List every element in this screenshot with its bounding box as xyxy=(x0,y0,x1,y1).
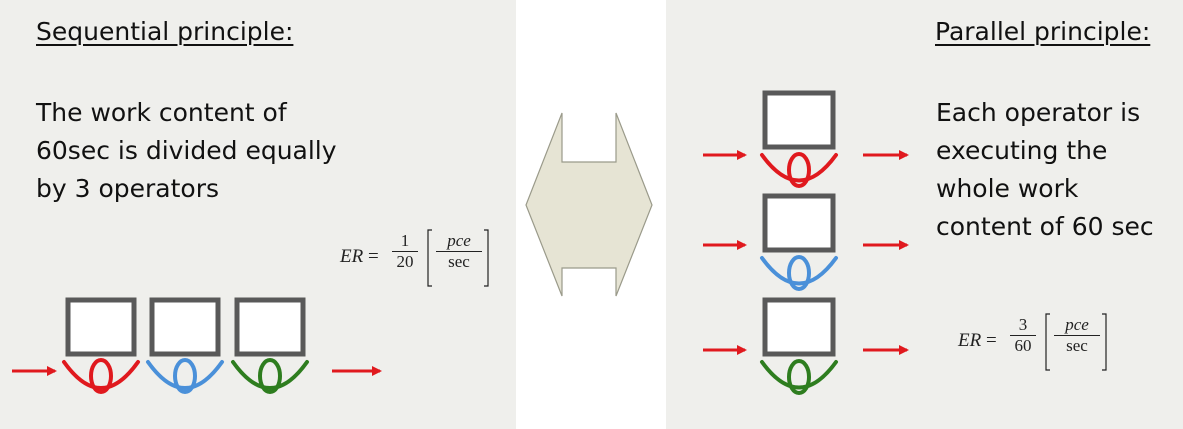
left-bracket xyxy=(1045,313,1050,371)
coefficient-fraction: 3 60 xyxy=(1010,315,1036,356)
operator-icon xyxy=(62,360,140,390)
operator-icon xyxy=(760,360,838,390)
formula-lhs: ER xyxy=(340,246,364,267)
parallel-description: Each operator is executing the whole wor… xyxy=(936,94,1154,246)
operator-icon xyxy=(760,153,838,183)
parallel-line: Each operator is xyxy=(936,98,1141,127)
operator-head xyxy=(258,358,282,394)
unit-fraction: pce sec xyxy=(1054,315,1100,356)
parallel-line-layout xyxy=(703,90,909,395)
sequential-line: by 3 operators xyxy=(36,174,220,203)
sequential-line: 60sec is divided equally xyxy=(36,136,337,165)
unit-fraction: pce sec xyxy=(436,231,482,272)
right-bracket xyxy=(484,229,489,287)
sequential-line-layout xyxy=(12,297,382,394)
sequential-description: The work content of 60sec is divided equ… xyxy=(36,94,337,208)
double-arrow-hexagon-icon xyxy=(525,112,653,297)
operator-icon xyxy=(760,256,838,286)
left-bracket xyxy=(427,229,432,287)
parallel-panel xyxy=(666,0,1183,429)
parallel-line: executing the xyxy=(936,136,1108,165)
workstation-icon xyxy=(762,193,836,253)
formula-lhs: ER xyxy=(958,330,982,351)
workstation-icon xyxy=(149,297,221,357)
parallel-line: whole work xyxy=(936,174,1079,203)
operator-head xyxy=(787,152,811,188)
workstation-icon xyxy=(762,90,836,150)
bracket-group xyxy=(427,229,1107,371)
workstation-icon xyxy=(65,297,137,357)
workstation-icon xyxy=(234,297,306,357)
operator-head xyxy=(787,255,811,291)
sequential-line: The work content of xyxy=(36,98,287,127)
parallel-line: content of 60 sec xyxy=(936,212,1154,241)
sequential-panel xyxy=(0,0,516,429)
parallel-heading: Parallel principle: xyxy=(935,17,1151,46)
workstation-icon xyxy=(762,297,836,357)
operator-head xyxy=(173,358,197,394)
right-bracket xyxy=(1102,313,1107,371)
operator-icon xyxy=(146,360,224,390)
sequential-heading: Sequential principle: xyxy=(36,17,294,46)
coefficient-fraction: 1 20 xyxy=(392,231,418,272)
operator-head xyxy=(787,359,811,395)
operator-head xyxy=(89,358,113,394)
operator-icon xyxy=(231,360,309,390)
